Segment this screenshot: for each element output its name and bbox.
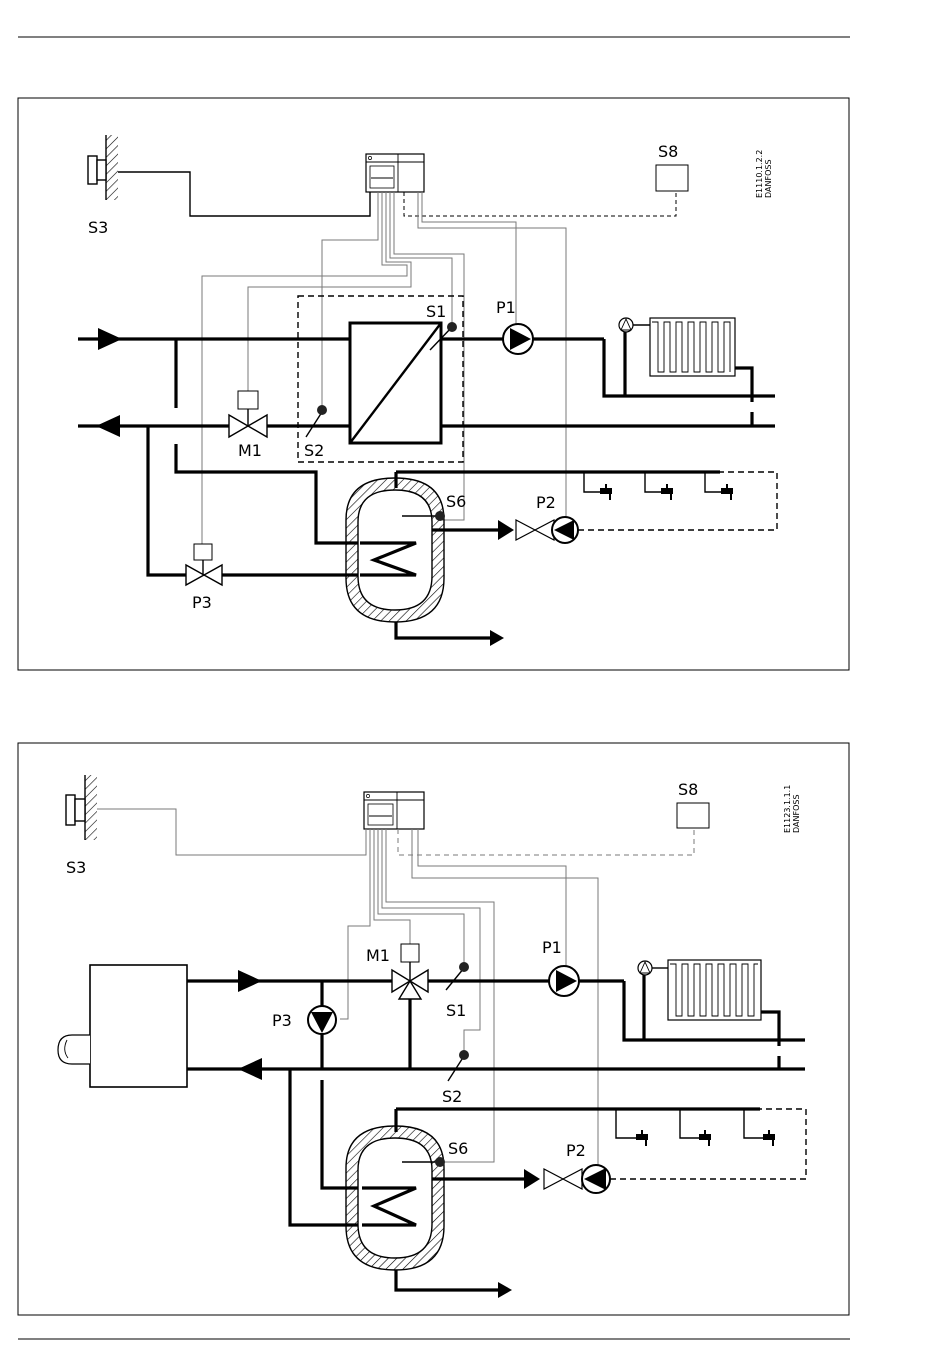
valve-icon bbox=[392, 944, 428, 999]
label-s2: S2 bbox=[304, 441, 324, 460]
label-p2: P2 bbox=[536, 493, 556, 512]
label-p3: P3 bbox=[192, 593, 212, 612]
label-s8: S8 bbox=[678, 780, 698, 799]
sensor-dot-icon bbox=[447, 322, 457, 332]
outdoor-sensor-icon bbox=[66, 775, 97, 840]
flow-arrow-icon bbox=[98, 328, 122, 350]
pump-icon bbox=[552, 517, 578, 543]
tap-icon bbox=[680, 1109, 711, 1146]
room-panel-icon bbox=[656, 165, 688, 191]
radiator-icon bbox=[668, 960, 761, 1020]
label-s6: S6 bbox=[448, 1139, 468, 1158]
drawing-code-2: E1123.1.1.1DANFOSS bbox=[783, 785, 801, 833]
flow-arrow-icon bbox=[524, 1169, 540, 1189]
pump-icon bbox=[308, 1006, 336, 1034]
label-s8: S8 bbox=[658, 142, 678, 161]
drawing-code-1: E1110.1.2.2DANFOSS bbox=[755, 150, 773, 198]
controller-icon bbox=[366, 154, 424, 192]
flow-arrow-icon bbox=[96, 415, 120, 437]
pump-icon bbox=[582, 1165, 610, 1193]
label-p3: P3 bbox=[272, 1011, 292, 1030]
radiator-icon bbox=[650, 318, 735, 376]
boiler-icon bbox=[58, 965, 187, 1087]
flow-arrow-icon bbox=[498, 1282, 512, 1298]
diagram-2: S3 S8 E1123.1.1.1DANFOSS bbox=[18, 743, 849, 1315]
label-m1: M1 bbox=[238, 441, 262, 460]
label-p1: P1 bbox=[496, 298, 516, 317]
tap-icon bbox=[616, 1109, 648, 1146]
sensor-dot-icon bbox=[459, 962, 469, 972]
flow-arrow-icon bbox=[238, 970, 262, 992]
label-s1: S1 bbox=[426, 302, 446, 321]
label-s6: S6 bbox=[446, 492, 466, 511]
valve-icon bbox=[229, 391, 267, 437]
outdoor-sensor-icon bbox=[88, 135, 118, 200]
tap-icon bbox=[744, 1109, 775, 1146]
room-panel-icon bbox=[677, 803, 709, 828]
valve-icon bbox=[186, 544, 222, 585]
label-s2: S2 bbox=[442, 1087, 462, 1106]
label-s3: S3 bbox=[66, 858, 86, 877]
controller-icon bbox=[364, 792, 424, 829]
label-p2: P2 bbox=[566, 1141, 586, 1160]
tap-icon bbox=[645, 472, 673, 500]
sensor-dot-icon bbox=[317, 405, 327, 415]
label-m1: M1 bbox=[366, 946, 390, 965]
flow-arrow-icon bbox=[490, 630, 504, 646]
heat-exchanger-icon bbox=[350, 323, 441, 443]
sensor-dot-icon bbox=[459, 1050, 469, 1060]
tap-icon bbox=[584, 472, 612, 500]
label-s3: S3 bbox=[88, 218, 108, 237]
sensor-dot-icon bbox=[435, 1157, 445, 1167]
label-p1: P1 bbox=[542, 938, 562, 957]
tap-icon bbox=[705, 472, 733, 500]
pump-icon bbox=[549, 966, 579, 996]
flow-arrow-icon bbox=[238, 1058, 262, 1080]
pump-icon bbox=[503, 324, 533, 354]
flow-arrow-icon bbox=[498, 520, 514, 540]
sensor-dot-icon bbox=[435, 511, 445, 521]
diagram-1: S3 S8 E1110.1.2.2DANFOSS bbox=[18, 98, 849, 670]
label-s1: S1 bbox=[446, 1001, 466, 1020]
